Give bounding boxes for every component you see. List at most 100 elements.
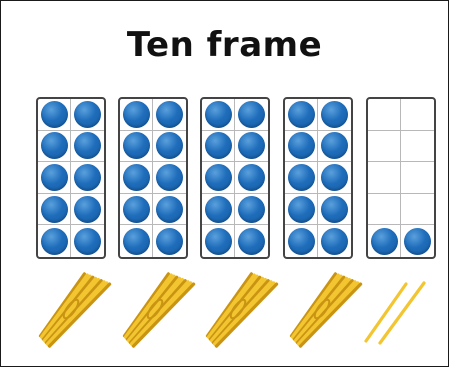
- ten-frame-cell: [153, 99, 186, 131]
- counter-dot: [74, 228, 101, 255]
- ten-frame-cell: [368, 99, 401, 131]
- counter-dot: [321, 164, 348, 191]
- ten-frame-cell: [202, 131, 235, 163]
- ten-frame-cell: [401, 131, 434, 163]
- counter-dot: [321, 101, 348, 128]
- ten-frame-cell: [368, 194, 401, 226]
- ten-frame-cell: [38, 162, 71, 194]
- counter-dot: [238, 101, 265, 128]
- ten-frame-cell: [285, 99, 318, 131]
- counter-dot: [238, 196, 265, 223]
- stick: [296, 278, 347, 340]
- counter-dot: [41, 196, 68, 223]
- counter-dot: [288, 164, 315, 191]
- counter-dot: [321, 228, 348, 255]
- counter-dot: [123, 228, 150, 255]
- counter-dot: [41, 101, 68, 128]
- ten-frame-cell: [202, 225, 235, 257]
- counter-dot: [156, 132, 183, 159]
- counter-dot: [321, 132, 348, 159]
- ten-frame-cell: [71, 225, 104, 257]
- ten-frame-cell: [202, 194, 235, 226]
- counter-dot: [41, 228, 68, 255]
- ten-frame-cell: [38, 131, 71, 163]
- ten-frame-1: [36, 97, 106, 259]
- ten-frame-cell: [401, 194, 434, 226]
- ten-frame-cell: [318, 99, 351, 131]
- counter-dot: [205, 101, 232, 128]
- ten-frame-cell: [285, 162, 318, 194]
- counter-dot: [371, 228, 398, 255]
- ten-frame-cell: [71, 131, 104, 163]
- ten-frame-cell: [235, 162, 268, 194]
- page-title: Ten frame: [1, 25, 448, 65]
- ten-frame-cell: [368, 131, 401, 163]
- ten-frame-cell: [71, 99, 104, 131]
- ten-frame-cell: [401, 225, 434, 257]
- ten-frame-3: [200, 97, 270, 259]
- counter-dot: [288, 228, 315, 255]
- ten-frame-5: [366, 97, 436, 259]
- ten-frame-cell: [120, 162, 153, 194]
- ten-frame-cell: [153, 162, 186, 194]
- stick-bundles-row: [1, 269, 449, 364]
- counter-dot: [205, 164, 232, 191]
- ten-frame-cell: [202, 99, 235, 131]
- counter-dot: [156, 228, 183, 255]
- counter-dot: [238, 132, 265, 159]
- stick-bundle-ten: [208, 274, 277, 346]
- ten-frame-2: [118, 97, 188, 259]
- counter-dot: [123, 101, 150, 128]
- ten-frame-cell: [401, 99, 434, 131]
- counter-dot: [74, 101, 101, 128]
- ten-frame-cell: [153, 131, 186, 163]
- stick: [212, 278, 263, 340]
- ten-frame-cell: [153, 225, 186, 257]
- stick-bundle-ten: [41, 274, 110, 346]
- counter-dot: [123, 164, 150, 191]
- ten-frame-cell: [235, 131, 268, 163]
- ten-frame-cell: [285, 194, 318, 226]
- ten-frame-cell: [235, 225, 268, 257]
- ten-frame-cell: [235, 99, 268, 131]
- stick-bundle-ten: [125, 274, 194, 346]
- counter-dot: [205, 196, 232, 223]
- counter-dot: [41, 164, 68, 191]
- counter-dot: [123, 132, 150, 159]
- stick-bundle-ten: [292, 274, 361, 346]
- ten-frame-cell: [235, 194, 268, 226]
- counter-dot: [288, 196, 315, 223]
- counter-dot: [404, 228, 431, 255]
- counter-dot: [156, 196, 183, 223]
- counter-dot: [205, 132, 232, 159]
- ten-frame-cell: [38, 225, 71, 257]
- ten-frame-cell: [120, 99, 153, 131]
- counter-dot: [156, 101, 183, 128]
- ten-frames-row: [36, 97, 441, 262]
- ten-frame-cell: [120, 131, 153, 163]
- counter-dot: [41, 132, 68, 159]
- counter-dot: [74, 132, 101, 159]
- ten-frame-cell: [318, 194, 351, 226]
- ten-frame-cell: [318, 131, 351, 163]
- counter-dot: [288, 101, 315, 128]
- ten-frame-cell: [318, 225, 351, 257]
- ten-frame-cell: [368, 162, 401, 194]
- counter-dot: [123, 196, 150, 223]
- ten-frame-cell: [120, 225, 153, 257]
- counter-dot: [205, 228, 232, 255]
- counter-dot: [156, 164, 183, 191]
- ten-frame-cell: [318, 162, 351, 194]
- ten-frame-cell: [38, 99, 71, 131]
- counter-dot: [238, 164, 265, 191]
- ten-frame-cell: [153, 194, 186, 226]
- counter-dot: [321, 196, 348, 223]
- ten-frame-cell: [71, 162, 104, 194]
- ten-frame-cell: [285, 131, 318, 163]
- counter-dot: [238, 228, 265, 255]
- ten-frame-cell: [368, 225, 401, 257]
- single-sticks: [366, 283, 424, 343]
- stick: [129, 278, 180, 340]
- ten-frame-cell: [285, 225, 318, 257]
